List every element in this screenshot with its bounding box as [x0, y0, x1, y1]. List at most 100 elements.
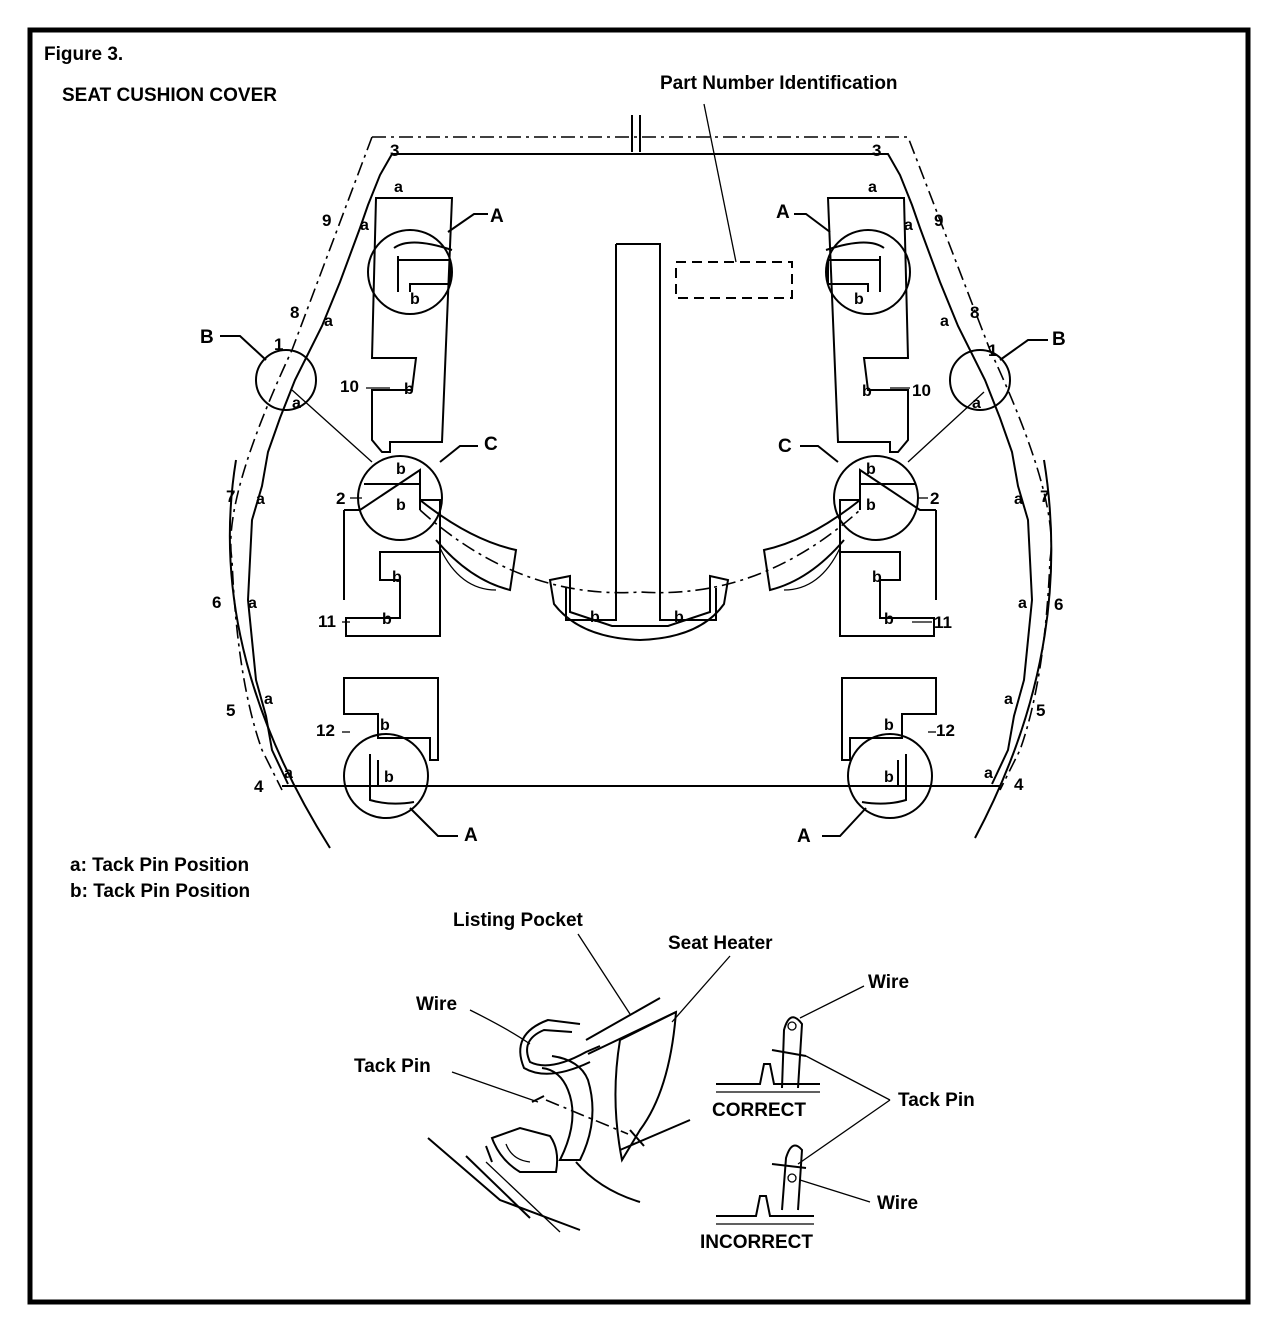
num-6-left: 6 [212, 593, 221, 612]
detail-circle-a-left-top [367, 213, 488, 315]
num-9-right: 9 [934, 211, 943, 230]
pin-b: b [866, 497, 876, 514]
label-C-right: C [778, 436, 792, 457]
wire-label-bottom: Wire [877, 1193, 918, 1214]
part-number-identification-label: Part Number Identification [660, 73, 898, 94]
detail-circle-b-right [907, 339, 1048, 463]
right-middle-panel [839, 468, 937, 637]
pin-a: a [1018, 595, 1027, 612]
detail-circle-a-left-bottom [343, 733, 458, 837]
pin-b: b [396, 497, 406, 514]
num-4-right: 4 [1014, 775, 1024, 794]
pin-b: b [854, 291, 864, 308]
num-3-left: 3 [390, 141, 399, 160]
num-8-left: 8 [290, 303, 299, 322]
detail-circle-a-right-bottom [822, 733, 933, 837]
num-11-left: 11 [318, 612, 336, 631]
figure-number: Figure 3. [44, 44, 123, 65]
num-2-right: 2 [930, 489, 939, 508]
listing-pocket-label: Listing Pocket [453, 910, 584, 931]
pin-a: a [292, 395, 301, 412]
label-B-right: B [1052, 329, 1066, 350]
label-C-left: C [484, 434, 498, 455]
num-1-left: 1 [274, 335, 283, 354]
pin-b: b [884, 769, 894, 786]
pin-a: a [984, 765, 993, 782]
right-upper-panel [826, 197, 910, 453]
pin-a: a [360, 217, 369, 234]
pin-a: a [264, 691, 273, 708]
incorrect-label: INCORRECT [700, 1232, 813, 1253]
right-wing [762, 499, 861, 592]
detail-circle-b-left [220, 335, 373, 463]
pin-b: b [396, 461, 406, 478]
label-A-left-bottom: A [464, 825, 478, 846]
detail-circle-a-right-top [794, 213, 911, 315]
pin-b: b [404, 381, 414, 398]
label-B-left: B [200, 327, 214, 348]
detail-circle-c-left [357, 445, 478, 541]
num-7-left: 7 [226, 487, 235, 506]
pin-a: a [284, 765, 293, 782]
pin-b: b [392, 569, 402, 586]
pin-b: b [380, 717, 390, 734]
left-middle-panel [343, 468, 441, 637]
num-1-right: 1 [988, 341, 997, 360]
wire-label-top: Wire [868, 972, 909, 993]
num-2-left: 2 [336, 489, 345, 508]
left-upper-panel [370, 197, 454, 453]
center-panel [419, 243, 861, 642]
num-12-right: 12 [936, 721, 955, 740]
detail-circle-c-right [800, 445, 919, 541]
correct-label: CORRECT [712, 1100, 806, 1121]
num-6-right: 6 [1054, 595, 1063, 614]
label-A-right-top: A [776, 202, 790, 223]
seat-heater-label: Seat Heater [668, 933, 773, 954]
pin-b: b [872, 569, 882, 586]
part-number-leader [703, 103, 737, 263]
pin-b: b [674, 609, 684, 626]
pin-a: a [324, 313, 333, 330]
tack-pin-label-main: Tack Pin [354, 1056, 431, 1077]
num-3-right: 3 [872, 141, 881, 160]
correct-incorrect-detail: Wire Tack Pin Wire CORRECT INCORRECT [700, 972, 975, 1253]
left-lower-panel [343, 677, 439, 761]
pin-a: a [868, 179, 877, 196]
part-number-box [675, 261, 793, 299]
figure-title: SEAT CUSHION COVER [62, 85, 277, 106]
pin-a: a [1014, 491, 1023, 508]
num-5-right: 5 [1036, 701, 1045, 720]
pin-b: b [884, 611, 894, 628]
left-wing-inner [439, 547, 497, 591]
legend-b: b: Tack Pin Position [70, 881, 250, 902]
listing-pocket-detail: Listing Pocket Seat Heater Wire Tack Pin [354, 910, 773, 1233]
pin-a: a [248, 595, 257, 612]
right-lower-panel [841, 677, 937, 761]
label-A-left-top: A [490, 206, 504, 227]
pin-a: a [1004, 691, 1013, 708]
num-12-left: 12 [316, 721, 335, 740]
pin-b: b [410, 291, 420, 308]
pin-a: a [904, 217, 913, 234]
label-A-right-bottom: A [797, 826, 811, 847]
pin-a: a [972, 395, 981, 412]
num-9-left: 9 [322, 211, 331, 230]
wire-label-main: Wire [416, 994, 457, 1015]
num-4-left: 4 [254, 777, 264, 796]
pin-a: a [394, 179, 403, 196]
pin-b: b [884, 717, 894, 734]
pin-a: a [940, 313, 949, 330]
right-wing-inner [783, 547, 841, 591]
num-7-right: 7 [1040, 487, 1049, 506]
num-11-right: 11 [934, 613, 952, 632]
pin-b: b [384, 769, 394, 786]
num-10-right: 10 [912, 381, 931, 400]
pin-b: b [866, 461, 876, 478]
pin-b: b [382, 611, 392, 628]
left-wing [419, 499, 518, 592]
pin-b: b [862, 383, 872, 400]
pin-b: b [590, 609, 600, 626]
num-8-right: 8 [970, 303, 979, 322]
pin-a: a [256, 491, 265, 508]
